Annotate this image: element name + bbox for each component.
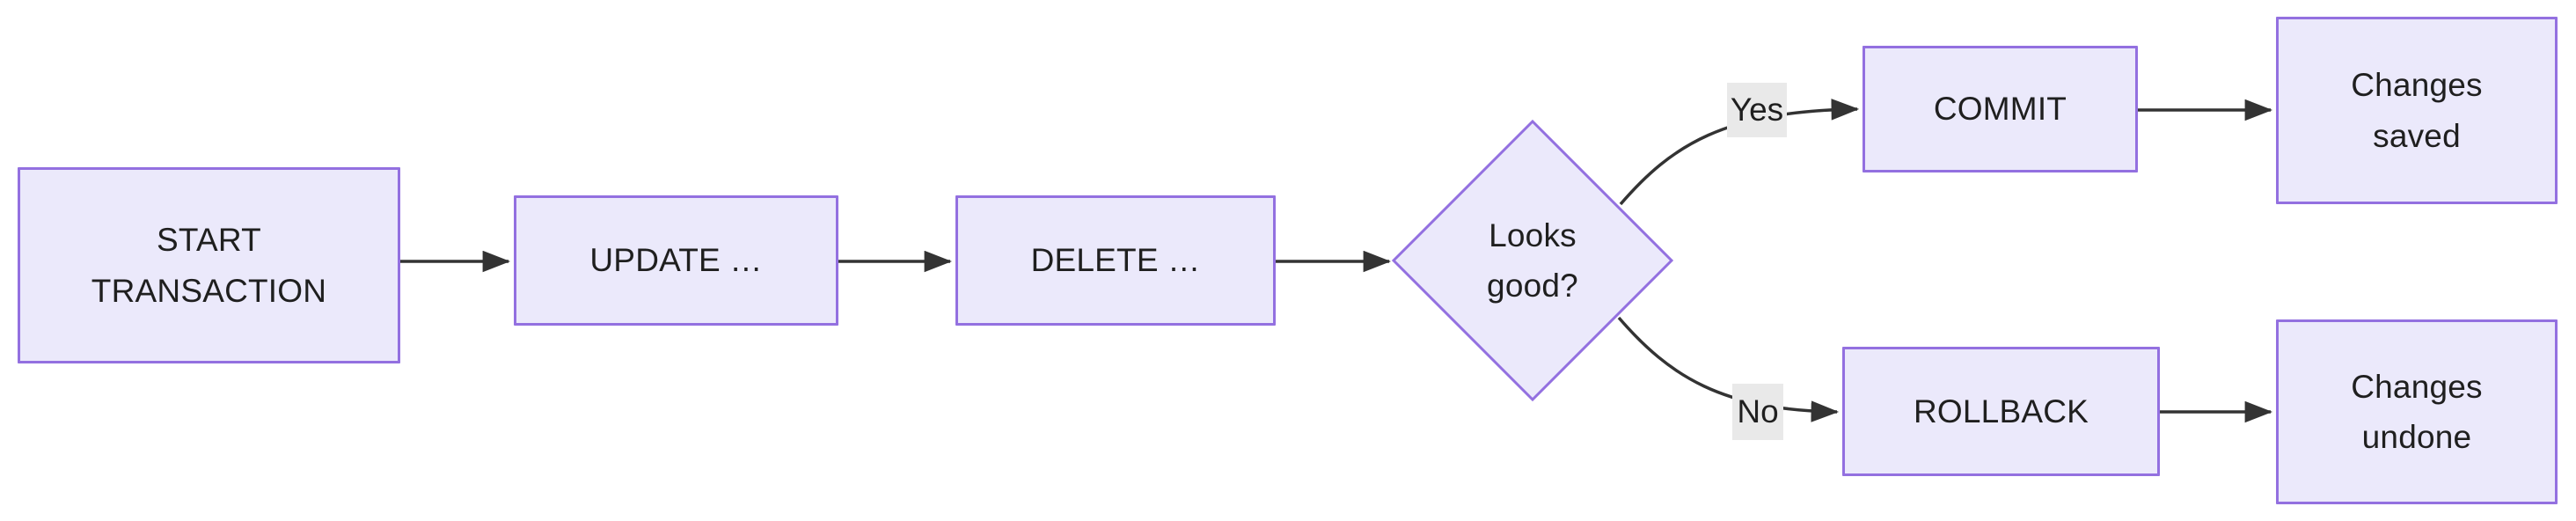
node-decision-label: Looks good? xyxy=(1487,216,1578,304)
edge-label-yes-text: Yes xyxy=(1730,91,1784,128)
node-commit[interactable]: COMMIT xyxy=(1862,46,2138,172)
node-delete-label: DELETE … xyxy=(1030,242,1201,279)
node-commit-label: COMMIT xyxy=(1933,91,2067,128)
node-changes-undone[interactable]: Changes undone xyxy=(2276,319,2558,504)
node-rollback[interactable]: ROLLBACK xyxy=(1842,347,2160,476)
node-start-transaction[interactable]: START TRANSACTION xyxy=(18,167,400,363)
node-changes-saved[interactable]: Changes saved xyxy=(2276,17,2558,204)
node-changes-saved-label: Changes saved xyxy=(2351,67,2483,154)
node-update[interactable]: UPDATE … xyxy=(514,195,838,326)
node-changes-undone-label: Changes undone xyxy=(2351,368,2483,455)
node-decision-looks-good[interactable]: Looks good? xyxy=(1394,121,1672,400)
node-delete[interactable]: DELETE … xyxy=(955,195,1276,326)
node-update-label: UPDATE … xyxy=(589,242,763,279)
node-start-transaction-label: START TRANSACTION xyxy=(91,222,327,309)
edge-label-no-text: No xyxy=(1737,393,1779,429)
node-rollback-label: ROLLBACK xyxy=(1913,393,2089,429)
edge-label-no: No xyxy=(1732,384,1783,440)
edge-label-yes: Yes xyxy=(1727,83,1787,137)
